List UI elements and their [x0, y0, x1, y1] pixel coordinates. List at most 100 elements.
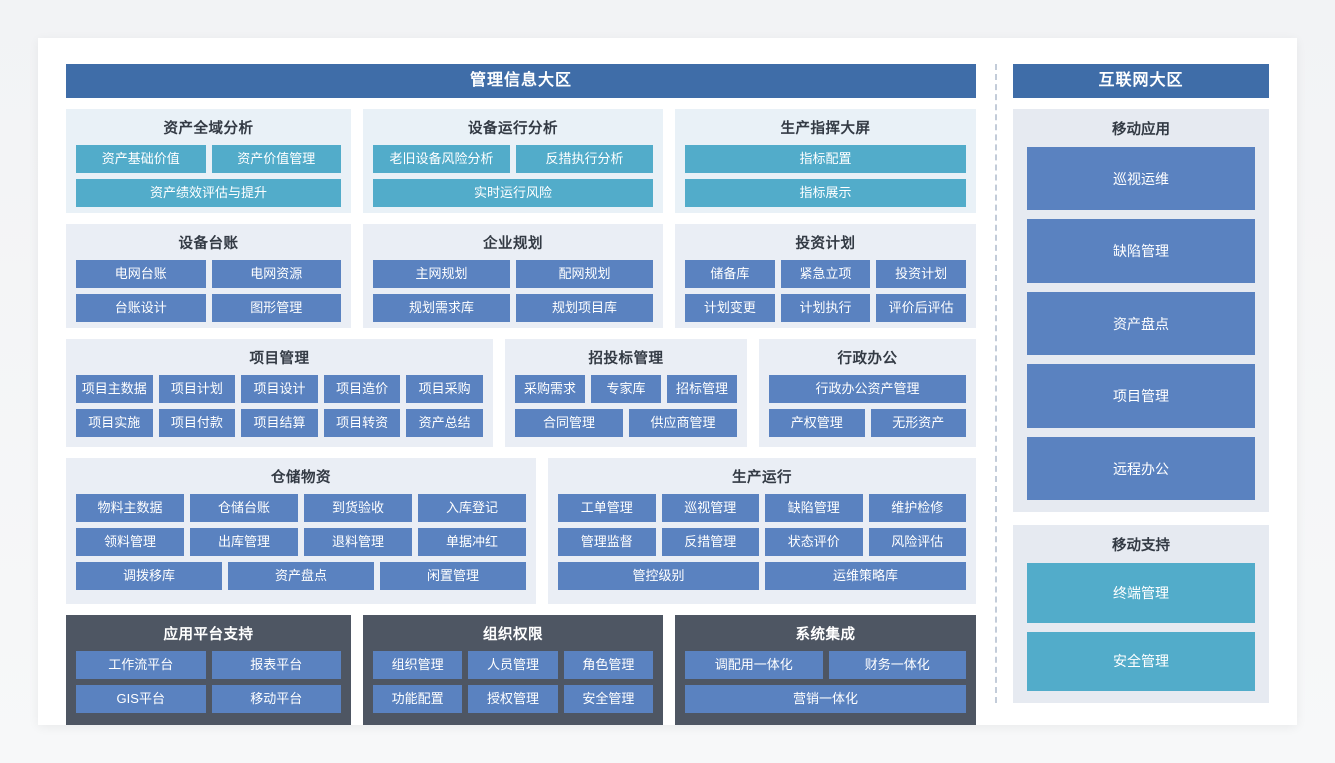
- tile-运维策略库[interactable]: 运维策略库: [765, 562, 966, 590]
- tile-调拨移库[interactable]: 调拨移库: [76, 562, 222, 590]
- tile-项目设计[interactable]: 项目设计: [241, 375, 318, 403]
- tile-风险评估[interactable]: 风险评估: [868, 528, 966, 556]
- tile-电网资源[interactable]: 电网资源: [211, 260, 341, 288]
- tile-row: 主网规划配网规划: [373, 260, 653, 288]
- tile-工单管理[interactable]: 工单管理: [558, 494, 656, 522]
- group-title: 企业规划: [483, 236, 543, 252]
- right-region-banner: 互联网大区: [1013, 64, 1269, 98]
- tile-项目付款[interactable]: 项目付款: [158, 409, 236, 437]
- tile-资产基础价值[interactable]: 资产基础价值: [76, 145, 206, 173]
- tile-实时运行风险[interactable]: 实时运行风险: [373, 179, 653, 207]
- tile-到货验收[interactable]: 到货验收: [304, 494, 412, 522]
- tile-紧急立项[interactable]: 紧急立项: [780, 260, 871, 288]
- tile-项目造价[interactable]: 项目造价: [323, 375, 401, 403]
- tile-台账设计[interactable]: 台账设计: [76, 294, 206, 322]
- tile-物料主数据[interactable]: 物料主数据: [76, 494, 184, 522]
- tile-电网台账[interactable]: 电网台账: [76, 260, 206, 288]
- tile-项目结算[interactable]: 项目结算: [241, 409, 318, 437]
- tile-投资计划[interactable]: 投资计划: [876, 260, 967, 288]
- tile-维护检修[interactable]: 维护检修: [868, 494, 966, 522]
- tile-移动平台[interactable]: 移动平台: [211, 685, 341, 713]
- tile-安全管理[interactable]: 安全管理: [563, 685, 653, 713]
- tile-缺陷管理[interactable]: 缺陷管理: [1027, 219, 1255, 283]
- tile-资产总结[interactable]: 资产总结: [406, 409, 483, 437]
- tile-供应商管理[interactable]: 供应商管理: [629, 409, 737, 437]
- tile-缺陷管理[interactable]: 缺陷管理: [765, 494, 863, 522]
- tile-闲置管理[interactable]: 闲置管理: [380, 562, 526, 590]
- tile-row: 调配用一体化财务一体化: [685, 651, 966, 679]
- tile-安全管理[interactable]: 安全管理: [1027, 631, 1255, 692]
- tile-反措执行分析[interactable]: 反措执行分析: [516, 145, 653, 173]
- tile-仓储台账[interactable]: 仓储台账: [190, 494, 298, 522]
- tile-采购需求[interactable]: 采购需求: [515, 375, 585, 403]
- tile-授权管理[interactable]: 授权管理: [468, 685, 558, 713]
- tile-图形管理[interactable]: 图形管理: [211, 294, 341, 322]
- tile-项目采购[interactable]: 项目采购: [406, 375, 483, 403]
- group-项目管理: 项目管理项目主数据项目计划项目设计项目造价项目采购项目实施项目付款项目结算项目转…: [66, 339, 493, 447]
- tile-功能配置[interactable]: 功能配置: [373, 685, 463, 713]
- tile-报表平台[interactable]: 报表平台: [211, 651, 341, 679]
- tile-管控级别[interactable]: 管控级别: [558, 562, 759, 590]
- tile-资产盘点[interactable]: 资产盘点: [228, 562, 374, 590]
- tile-储备库[interactable]: 储备库: [685, 260, 775, 288]
- tile-grid: 电网台账电网资源台账设计图形管理: [76, 260, 341, 322]
- tile-财务一体化[interactable]: 财务一体化: [828, 651, 966, 679]
- tile-计划变更[interactable]: 计划变更: [685, 294, 775, 322]
- tile-指标展示[interactable]: 指标展示: [685, 179, 966, 207]
- tile-项目主数据[interactable]: 项目主数据: [76, 375, 153, 403]
- tile-产权管理[interactable]: 产权管理: [769, 409, 865, 437]
- tile-资产价值管理[interactable]: 资产价值管理: [211, 145, 341, 173]
- tile-终端管理[interactable]: 终端管理: [1027, 563, 1255, 623]
- tile-工作流平台[interactable]: 工作流平台: [76, 651, 206, 679]
- tile-row: 营销一体化: [685, 685, 966, 713]
- tile-调配用一体化[interactable]: 调配用一体化: [685, 651, 823, 679]
- tile-grid: 老旧设备风险分析反措执行分析实时运行风险: [373, 145, 653, 207]
- tile-领料管理[interactable]: 领料管理: [76, 528, 184, 556]
- tile-单据冲红[interactable]: 单据冲红: [418, 528, 526, 556]
- tile-管理监督[interactable]: 管理监督: [558, 528, 656, 556]
- tile-评价后评估[interactable]: 评价后评估: [876, 294, 967, 322]
- tile-专家库[interactable]: 专家库: [591, 375, 661, 403]
- tile-配网规划[interactable]: 配网规划: [516, 260, 653, 288]
- tile-项目管理[interactable]: 项目管理: [1027, 364, 1255, 428]
- tile-状态评价[interactable]: 状态评价: [765, 528, 863, 556]
- tile-招标管理[interactable]: 招标管理: [667, 375, 737, 403]
- panel-移动支持: 移动支持终端管理安全管理: [1013, 525, 1269, 703]
- tile-项目转资[interactable]: 项目转资: [323, 409, 401, 437]
- tile-主网规划[interactable]: 主网规划: [373, 260, 510, 288]
- tile-项目实施[interactable]: 项目实施: [76, 409, 153, 437]
- group-title: 设备运行分析: [468, 121, 558, 137]
- tile-grid: 工单管理巡视管理缺陷管理维护检修管理监督反措管理状态评价风险评估管控级别运维策略…: [558, 494, 966, 594]
- tile-规划需求库[interactable]: 规划需求库: [373, 294, 510, 322]
- panel-tile-list: 巡视运维缺陷管理资产盘点项目管理远程办公: [1027, 147, 1255, 501]
- tile-row: 管理监督反措管理状态评价风险评估: [558, 528, 966, 556]
- tile-反措管理[interactable]: 反措管理: [661, 528, 759, 556]
- tile-巡视运维[interactable]: 巡视运维: [1027, 147, 1255, 211]
- tile-角色管理[interactable]: 角色管理: [563, 651, 653, 679]
- tile-资产绩效评估与提升[interactable]: 资产绩效评估与提升: [76, 179, 341, 207]
- group-row: 设备台账电网台账电网资源台账设计图形管理企业规划主网规划配网规划规划需求库规划项…: [66, 224, 976, 328]
- tile-指标配置[interactable]: 指标配置: [685, 145, 966, 173]
- tile-资产盘点[interactable]: 资产盘点: [1027, 291, 1255, 356]
- tile-巡视管理[interactable]: 巡视管理: [661, 494, 759, 522]
- tile-无形资产[interactable]: 无形资产: [870, 409, 966, 437]
- tile-计划执行[interactable]: 计划执行: [780, 294, 871, 322]
- tile-组织管理[interactable]: 组织管理: [373, 651, 463, 679]
- tile-人员管理[interactable]: 人员管理: [468, 651, 558, 679]
- tile-出库管理[interactable]: 出库管理: [190, 528, 298, 556]
- tile-退料管理[interactable]: 退料管理: [304, 528, 412, 556]
- tile-grid: 储备库紧急立项投资计划计划变更计划执行评价后评估: [685, 260, 967, 322]
- tile-row: 组织管理人员管理角色管理: [373, 651, 653, 679]
- tile-入库登记[interactable]: 入库登记: [418, 494, 526, 522]
- tile-规划项目库[interactable]: 规划项目库: [516, 294, 653, 322]
- group-title: 应用平台支持: [163, 627, 254, 643]
- tile-GIS平台[interactable]: GIS平台: [76, 685, 206, 713]
- tile-项目计划[interactable]: 项目计划: [158, 375, 236, 403]
- tile-营销一体化[interactable]: 营销一体化: [685, 685, 966, 713]
- tile-远程办公[interactable]: 远程办公: [1027, 436, 1255, 501]
- tile-老旧设备风险分析[interactable]: 老旧设备风险分析: [373, 145, 510, 173]
- tile-合同管理[interactable]: 合同管理: [515, 409, 623, 437]
- tile-行政办公资产管理[interactable]: 行政办公资产管理: [769, 375, 966, 403]
